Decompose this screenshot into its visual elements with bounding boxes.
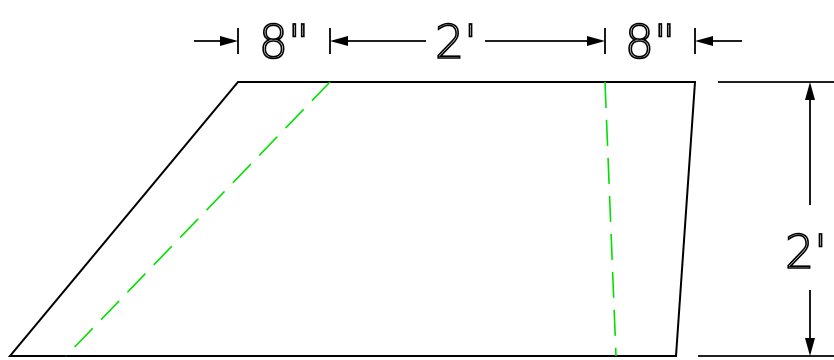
dim-right-width: 8" [625, 15, 675, 69]
trapezoid-outline [7, 81, 697, 357]
height-dimension [698, 81, 834, 357]
hidden-line-right [604, 81, 617, 357]
hidden-line-left [65, 81, 331, 357]
top-dimension [194, 28, 742, 54]
dim-middle-width: 2' [435, 15, 477, 69]
dim-height: 2' [785, 225, 827, 279]
dim-left-width: 8" [259, 15, 309, 69]
